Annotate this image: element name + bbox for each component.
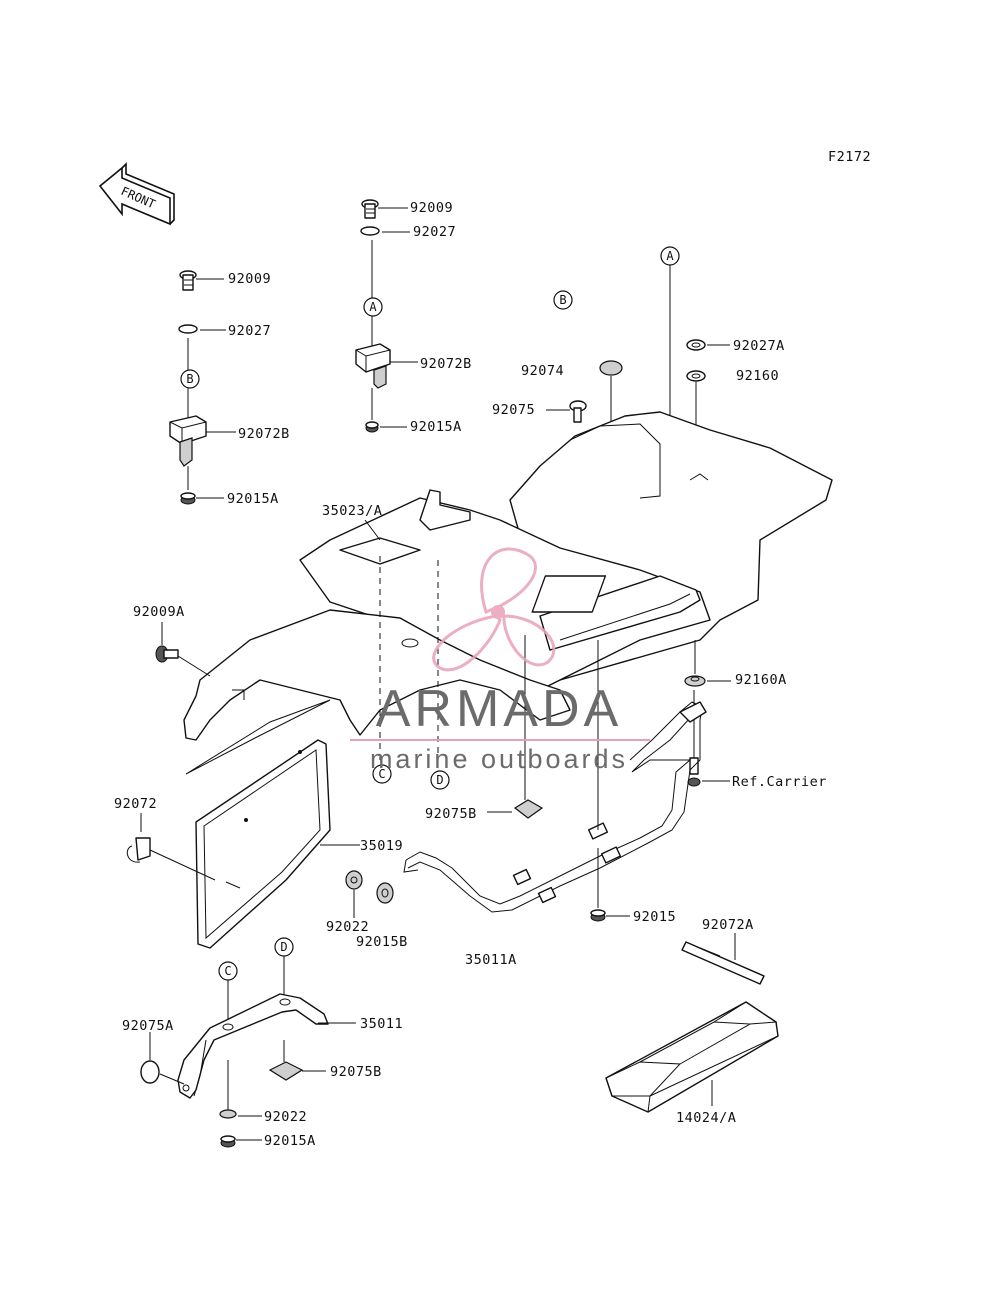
plug-92075 bbox=[569, 400, 587, 423]
nut-92015A-low bbox=[220, 1135, 236, 1148]
nut-92015A-left bbox=[180, 492, 196, 505]
label-92009-top: 92009 bbox=[410, 200, 453, 216]
callout-a-right: A bbox=[660, 246, 680, 266]
front-arrow-icon: FRONT bbox=[98, 162, 175, 226]
label-92075B-low: 92075B bbox=[330, 1064, 382, 1080]
label-92075A: 92075A bbox=[122, 1018, 174, 1034]
svg-text:B: B bbox=[559, 293, 566, 307]
nut-92015A-top bbox=[365, 421, 379, 433]
bracket-35011A bbox=[403, 701, 707, 913]
cap-92074 bbox=[599, 360, 623, 376]
washer-92027A bbox=[686, 339, 706, 351]
label-92015A-low: 92015A bbox=[264, 1133, 316, 1149]
figure-code: F2172 bbox=[828, 149, 871, 165]
grommet-92160A bbox=[684, 675, 706, 687]
label-92075B-mid: 92075B bbox=[425, 806, 477, 822]
label-92074: 92074 bbox=[521, 363, 564, 379]
label-92009-left: 92009 bbox=[228, 271, 271, 287]
label-92072B-top: 92072B bbox=[420, 356, 472, 372]
bolt-92009-top bbox=[361, 199, 379, 219]
callout-d-mid: D bbox=[430, 770, 450, 790]
label-14024A: 14024/A bbox=[676, 1110, 736, 1126]
washer-92027-top bbox=[360, 226, 380, 236]
callout-d-low: D bbox=[274, 937, 294, 957]
svg-text:A: A bbox=[666, 249, 674, 263]
label-35019: 35019 bbox=[360, 838, 403, 854]
svg-text:D: D bbox=[436, 773, 443, 787]
callout-c-low: C bbox=[218, 961, 238, 981]
label-35011A: 35011A bbox=[465, 952, 517, 968]
watermark-logo-icon bbox=[432, 547, 556, 672]
strap-92072A bbox=[681, 941, 765, 985]
bolt-92009A bbox=[155, 645, 179, 663]
pad-14024A bbox=[605, 1001, 779, 1113]
cap-92075A bbox=[140, 1060, 160, 1084]
label-92009A: 92009A bbox=[133, 604, 185, 620]
label-35011: 35011 bbox=[360, 1016, 403, 1032]
clip-92072 bbox=[126, 837, 151, 863]
label-ref-carrier: Ref.Carrier bbox=[732, 774, 827, 790]
label-92022-mid: 92022 bbox=[326, 919, 369, 935]
bracket-35011 bbox=[177, 993, 329, 1099]
label-92015A-left: 92015A bbox=[227, 491, 279, 507]
watermark-name: ARMADA bbox=[376, 680, 622, 738]
label-35023A: 35023/A bbox=[322, 503, 382, 519]
grommet-92160 bbox=[686, 370, 706, 382]
label-92072A: 92072A bbox=[702, 917, 754, 933]
callout-c-mid: C bbox=[372, 764, 392, 784]
washer-92022-low bbox=[219, 1109, 237, 1119]
label-92015B: 92015B bbox=[356, 934, 408, 950]
label-92072B-left: 92072B bbox=[238, 426, 290, 442]
svg-text:B: B bbox=[186, 372, 193, 386]
nut-92075B-low bbox=[268, 1061, 304, 1081]
clip-92072B-top bbox=[355, 343, 391, 389]
callout-a-top: A bbox=[363, 297, 383, 317]
label-92027-left: 92027 bbox=[228, 323, 271, 339]
nut-92015 bbox=[590, 909, 606, 922]
label-92075: 92075 bbox=[492, 402, 535, 418]
label-92160: 92160 bbox=[736, 368, 779, 384]
nut-92075B-mid bbox=[513, 799, 544, 819]
callout-b-left: B bbox=[180, 369, 200, 389]
label-92027A: 92027A bbox=[733, 338, 785, 354]
washer-92022-mid bbox=[345, 870, 363, 890]
nut-92015B bbox=[376, 882, 394, 904]
label-92015A-top: 92015A bbox=[410, 419, 462, 435]
rear-fender-body bbox=[183, 411, 833, 741]
label-92160A: 92160A bbox=[735, 672, 787, 688]
watermark-tagline: marine outboards bbox=[370, 744, 628, 774]
mudflap-35019 bbox=[185, 699, 331, 949]
svg-text:C: C bbox=[378, 767, 385, 781]
svg-text:D: D bbox=[280, 940, 287, 954]
svg-text:A: A bbox=[369, 300, 377, 314]
label-92015: 92015 bbox=[633, 909, 676, 925]
bolt-92009-left bbox=[179, 270, 197, 291]
svg-text:C: C bbox=[224, 964, 231, 978]
washer-92027-left bbox=[178, 324, 198, 334]
label-92072: 92072 bbox=[114, 796, 157, 812]
label-92022-low: 92022 bbox=[264, 1109, 307, 1125]
callout-b-center: B bbox=[553, 290, 573, 310]
label-92027-top: 92027 bbox=[413, 224, 456, 240]
clip-92072B-left bbox=[169, 415, 207, 467]
